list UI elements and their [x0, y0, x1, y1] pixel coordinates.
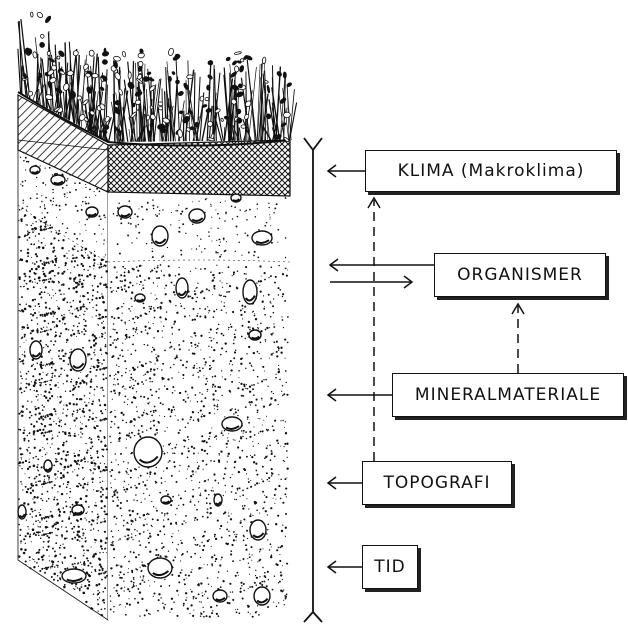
factor-topografi-label: TOPOGRAFI [383, 473, 490, 493]
factor-klima-label: KLIMA (Makroklima) [398, 161, 585, 181]
factor-tid-box: TID [362, 545, 418, 589]
factor-mineralmateriale-label: MINERALMATERIALE [415, 385, 601, 405]
factor-tid-label: TID [374, 557, 406, 577]
factor-axis [304, 138, 322, 622]
factor-mineralmateriale-box: MINERALMATERIALE [392, 373, 624, 417]
arrows [328, 165, 524, 573]
humus-layer-front [108, 140, 290, 196]
factor-organismer-label: ORGANISMER [457, 265, 583, 285]
factor-topografi-box: TOPOGRAFI [362, 461, 512, 505]
soil-block [18, 11, 297, 620]
factor-organismer-box: ORGANISMER [434, 253, 606, 297]
factor-klima-box: KLIMA (Makroklima) [365, 150, 617, 192]
axis-top-fork [304, 138, 322, 150]
axis-bottom-fork [304, 612, 322, 622]
